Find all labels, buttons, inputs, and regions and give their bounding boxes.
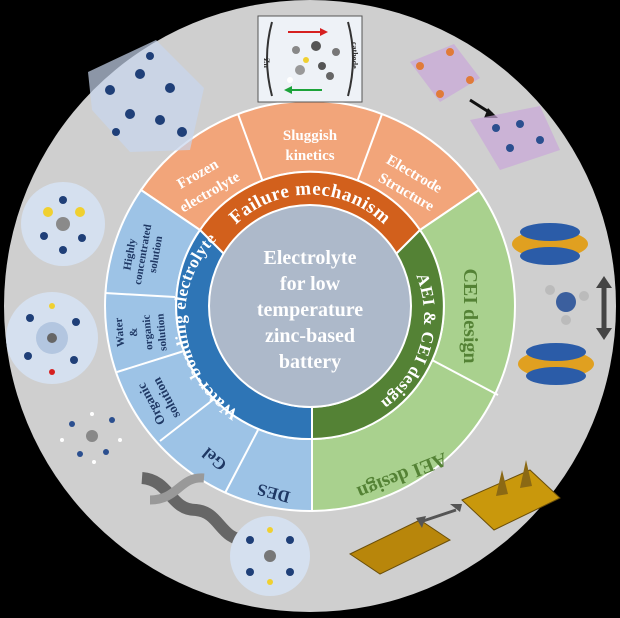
center-line-2: for low bbox=[280, 273, 341, 295]
water-organic-label-4: solution bbox=[154, 313, 169, 351]
center-line-5: battery bbox=[279, 351, 341, 373]
divider-sluggish-electrode bbox=[356, 113, 383, 183]
water-organic-label-2: & bbox=[128, 327, 141, 337]
solvation-circle-2 bbox=[6, 292, 98, 384]
zn-cathode-schematic: Zn cathode bbox=[257, 15, 363, 103]
lattice-cube-illustration bbox=[88, 40, 204, 152]
divider-cei-aei bbox=[431, 359, 499, 396]
center-line-4: zinc-based bbox=[265, 325, 355, 347]
center-line-1: Electrolyte bbox=[264, 247, 357, 269]
divider-frozen-sluggish bbox=[237, 113, 264, 183]
gel-ribbon-illustration bbox=[141, 472, 247, 546]
zn-label: Zn bbox=[262, 58, 271, 68]
des-solvation-circle bbox=[230, 516, 310, 596]
hcs-label-1: Highly bbox=[121, 237, 138, 271]
water-organic-label-1: Water bbox=[113, 317, 128, 347]
aei-plates-illustration bbox=[348, 460, 561, 575]
divider-water-organic bbox=[116, 350, 185, 373]
divider-organic-gel bbox=[159, 398, 215, 442]
water-organic-label-3: organic bbox=[140, 314, 155, 350]
cathode-label: cathode bbox=[350, 42, 359, 69]
divider-hcs-water bbox=[104, 292, 176, 298]
crystal-structure-illustration bbox=[410, 44, 560, 170]
sluggish-kinetics-label-2: kinetics bbox=[285, 148, 334, 164]
solvation-circle-1 bbox=[21, 182, 105, 266]
sluggish-kinetics-label-1: Sluggish bbox=[283, 128, 338, 144]
cei-design-label: CEI design bbox=[459, 268, 481, 363]
center-circle bbox=[208, 204, 412, 408]
center-line-3: temperature bbox=[257, 299, 363, 321]
cei-orbitals-illustration bbox=[512, 223, 612, 385]
center-title: Electrolyte for low temperature zinc-bas… bbox=[257, 247, 363, 373]
divider-gel-des bbox=[224, 429, 259, 494]
molecular-cluster-illustration bbox=[60, 412, 122, 464]
